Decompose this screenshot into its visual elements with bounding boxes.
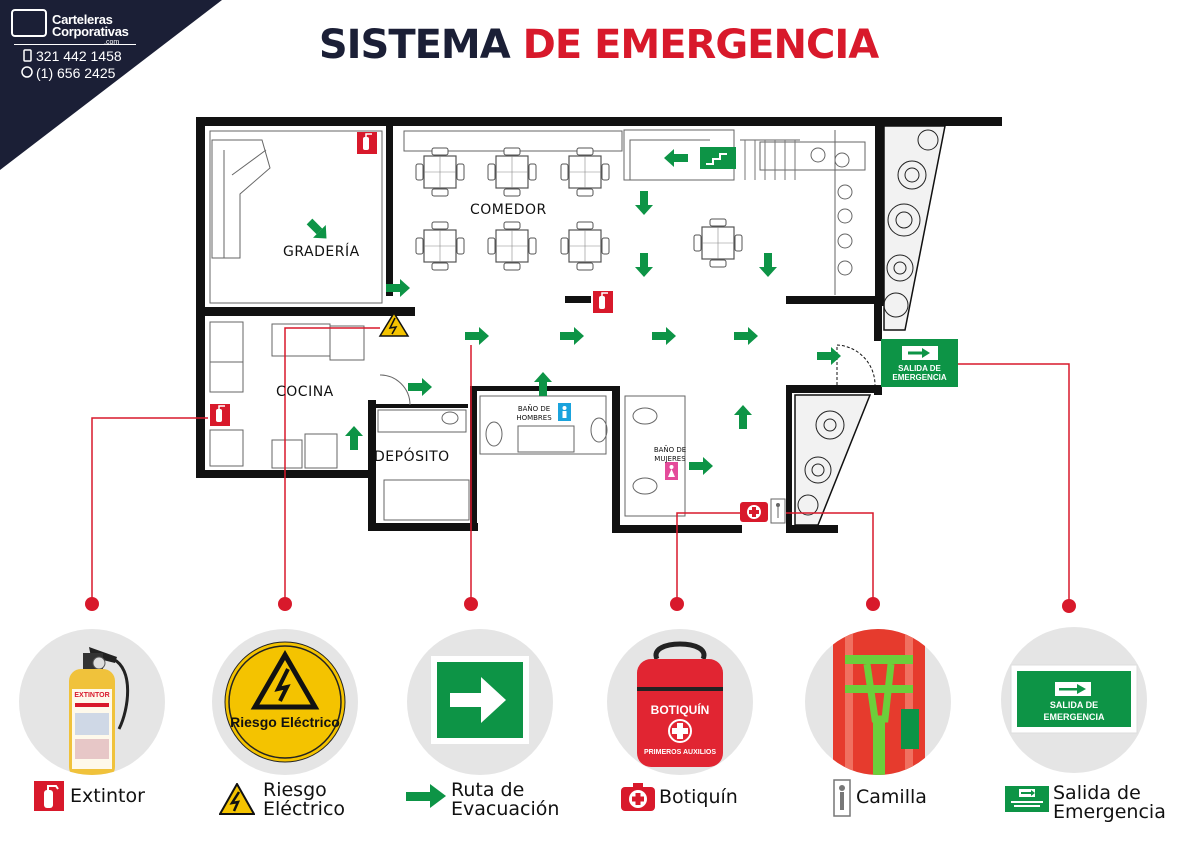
exit-photo-line1: SALIDA DE (1050, 700, 1098, 710)
hazard-sign-text: Riesgo Eléctrico (230, 714, 340, 730)
legend-label-ruta-evacuacion: Ruta de Evacuación (451, 779, 560, 820)
room-label-men-restroom: BAÑO DE HOMBRES (516, 405, 552, 422)
room-label-deposito: DEPÓSITO (374, 449, 450, 465)
phone-mobile: 321 442 1458 (36, 48, 122, 64)
legend-label-camilla: Camilla (856, 786, 927, 808)
stairs-exit-icon (700, 147, 736, 169)
room-label-graderia: GRADERÍA (283, 244, 360, 260)
brand-corner (0, 0, 222, 170)
room-label-women-restroom: BAÑO DE MUJERES (653, 446, 687, 463)
exit-sign-photo: SALIDA DE EMERGENCIA (1001, 627, 1147, 773)
page-title: SISTEMA DE EMERGENCIA (0, 22, 1197, 68)
legend-label-riesgo-electrico: Riesgo Eléctrico (263, 779, 346, 820)
brand-domain: .com (104, 39, 120, 46)
room-label-cocina: COCINA (276, 384, 334, 400)
hazard-sign-photo: Riesgo Eléctrico (212, 629, 358, 775)
plan-first-aid-icon (740, 502, 768, 522)
legend-label-extintor: Extintor (70, 785, 145, 807)
plan-extinguisher-icons (209, 131, 614, 427)
leader-lines (91, 327, 1070, 606)
first-aid-kit-photo: BOTIQUÍN PRIMEROS AUXILIOS (607, 629, 753, 775)
stretcher-photo (805, 629, 951, 775)
dining-tables (415, 147, 743, 271)
exit-arrow-icon (901, 346, 938, 360)
plan-electrical-hazard-icon (378, 311, 410, 337)
title-part-system: SISTEMA (318, 22, 511, 68)
legend-label-botiquin: Botiquín (659, 786, 738, 808)
exit-photo-line2: EMERGENCIA (1043, 712, 1105, 722)
interior-lines (209, 129, 876, 521)
leader-dots (85, 597, 1076, 613)
brand-name: Carteleras Corporativas (52, 12, 129, 39)
kit-bag-text: BOTIQUÍN (651, 702, 710, 717)
extinguisher-photo: EXTINTOR (19, 629, 165, 775)
brand-name-line1: Carteleras (52, 12, 113, 27)
kit-bag-subtext: PRIMEROS AUXILIOS (644, 749, 716, 756)
phone-landline: (1) 656 2425 (36, 65, 116, 81)
arrow-right-icon (406, 784, 446, 808)
exit-sign-icon (1005, 786, 1049, 812)
plan-exit-sign: SALIDA DE EMERGENCIA (881, 339, 958, 387)
legend-label-salida-emergencia: Salida de Emergencia (1053, 782, 1166, 823)
electrical-hazard-icon (219, 783, 255, 815)
garden-strip (794, 125, 946, 526)
first-aid-icon (621, 783, 655, 811)
extinguisher-label: EXTINTOR (74, 692, 109, 699)
plan-exit-sign-line2: EMERGENCIA (892, 373, 947, 382)
fire-extinguisher-icon (34, 781, 64, 811)
plan-stretcher-icon (770, 498, 786, 524)
room-label-comedor: COMEDOR (470, 202, 547, 218)
plan-exit-sign-line1: SALIDA DE (898, 364, 941, 373)
stairs (744, 140, 796, 180)
title-part-emergency: DE EMERGENCIA (522, 22, 880, 68)
evacuation-sign-photo (407, 629, 553, 775)
brand-name-line2: Corporativas (52, 24, 129, 39)
stretcher-icon (833, 779, 851, 817)
